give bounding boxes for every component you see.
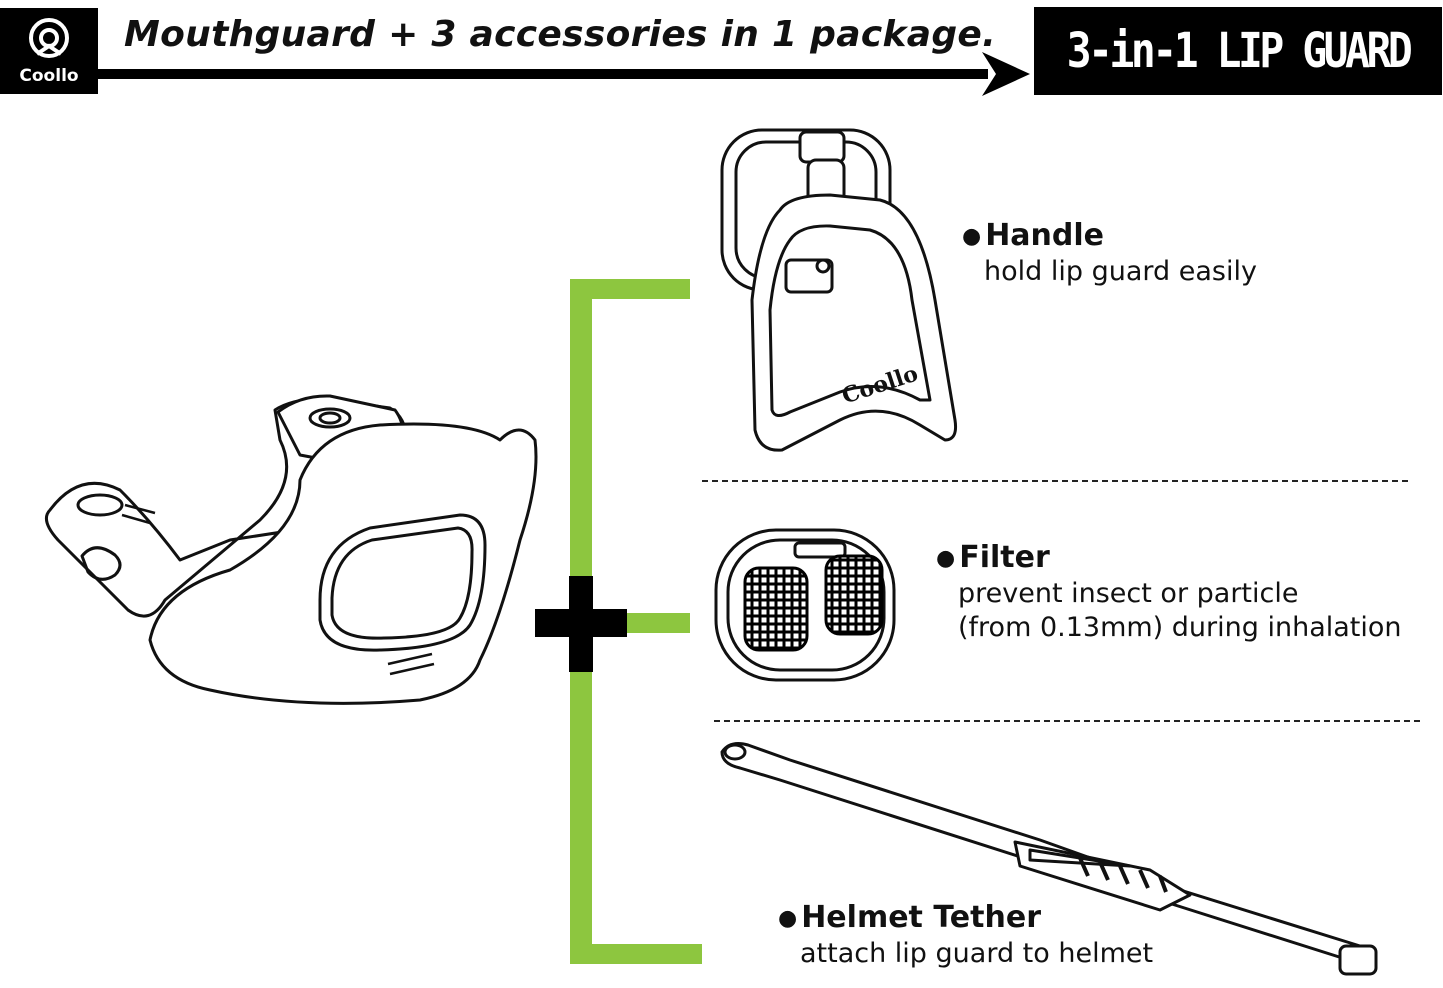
- title-box: 3-in-1 LIP GUARD: [1034, 7, 1442, 95]
- divider: [714, 720, 1420, 722]
- coollo-logo: Coollo: [0, 8, 98, 94]
- handle-icon: [720, 128, 957, 452]
- feature-filter: ●Filter prevent insect or particle (from…: [936, 540, 1402, 645]
- page-title: 3-in-1 LIP GUARD: [1066, 23, 1413, 79]
- plus-icon: [535, 576, 627, 672]
- feature-description: (from 0.13mm) during inhalation: [958, 611, 1402, 643]
- header-arrow: [98, 52, 1030, 96]
- bullet-icon: ●: [936, 545, 956, 571]
- coollo-logo-icon: [29, 18, 69, 58]
- feature-description: prevent insect or particle: [958, 577, 1299, 609]
- divider: [702, 480, 1408, 482]
- feature-name: Helmet Tether: [801, 900, 1041, 935]
- logo-text: Coollo: [19, 66, 79, 86]
- bullet-icon: ●: [778, 905, 798, 931]
- tagline: Mouthguard + 3 accessories in 1 package.: [124, 14, 997, 55]
- bullet-icon: ●: [962, 223, 982, 249]
- feature-handle: ●Handle hold lip guard easily: [962, 218, 1257, 289]
- feature-description: hold lip guard easily: [984, 255, 1257, 287]
- mouthguard-icon: [44, 394, 538, 705]
- feature-description: attach lip guard to helmet: [800, 937, 1154, 969]
- helmet-tether-icon: [720, 742, 1378, 976]
- filter-mesh-right: [824, 554, 884, 636]
- feature-name: Handle: [985, 218, 1105, 253]
- feature-name: Filter: [959, 540, 1050, 575]
- feature-helmet-tether: ●Helmet Tether attach lip guard to helme…: [778, 900, 1153, 971]
- filter-mesh-left: [743, 566, 809, 652]
